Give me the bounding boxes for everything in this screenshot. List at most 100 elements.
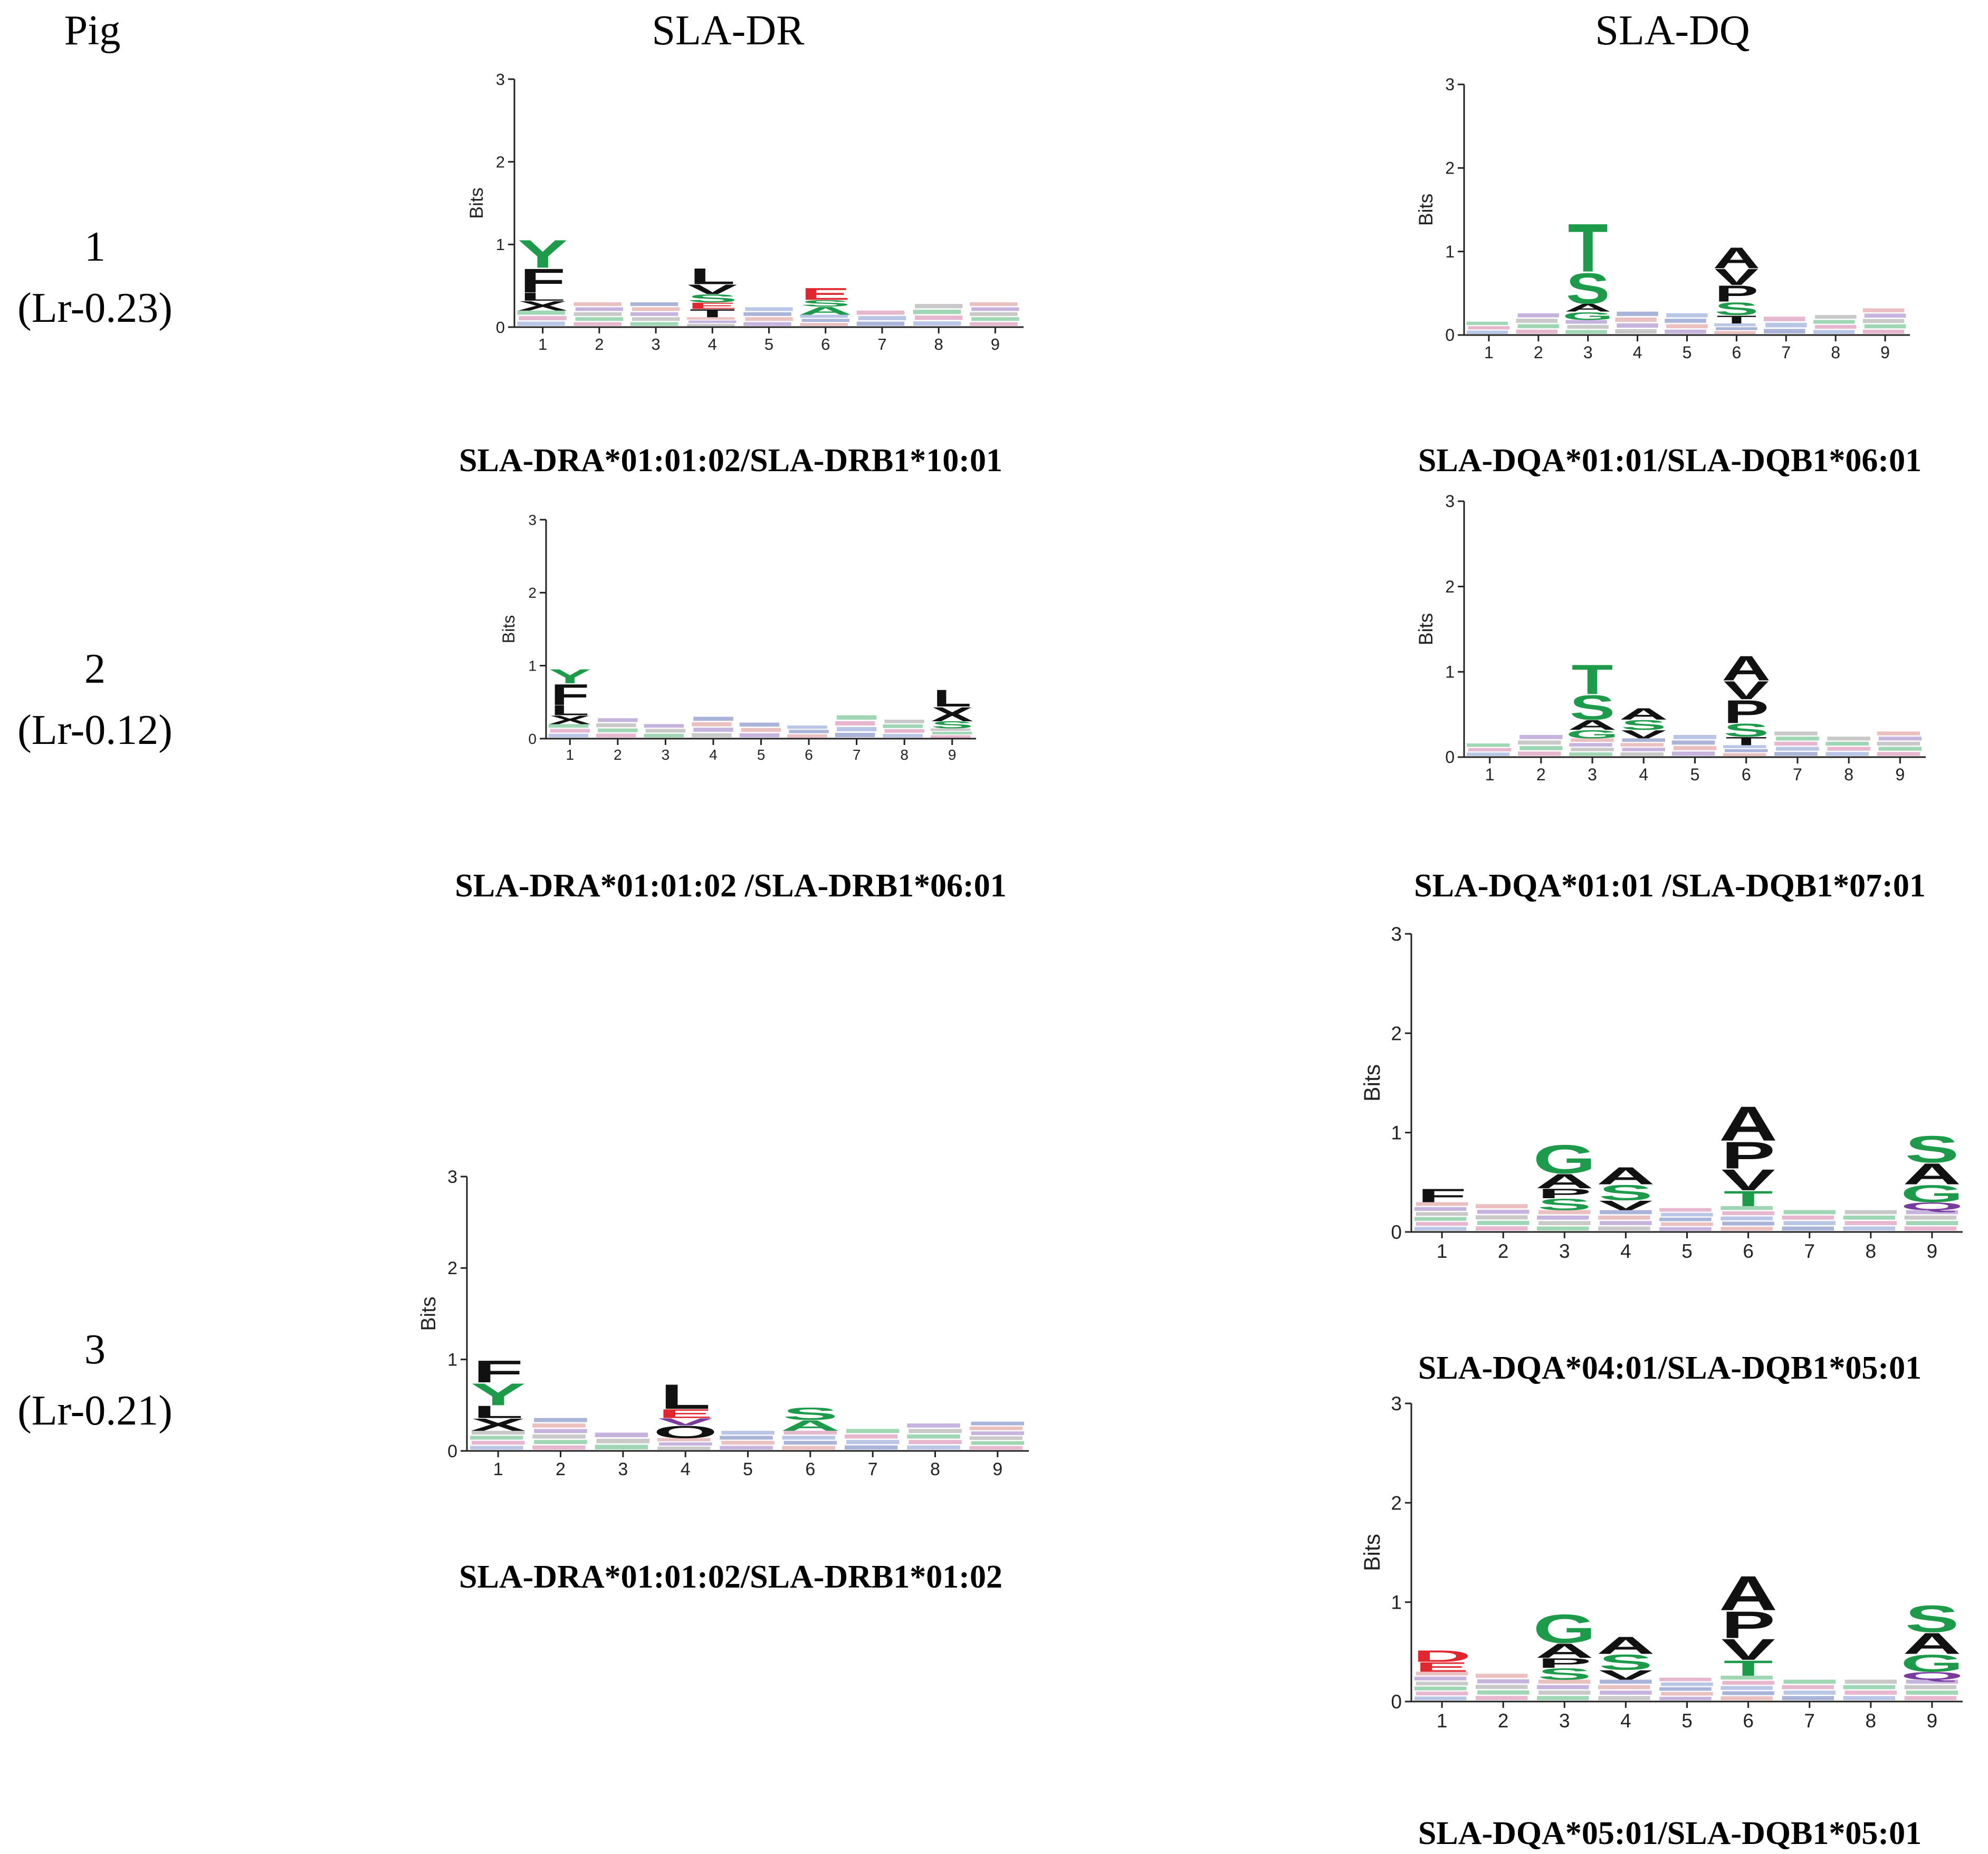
low-info-residue-mark xyxy=(1466,743,1510,747)
x-tick-label: 4 xyxy=(1633,343,1642,362)
residue-letter-L: L xyxy=(660,1378,711,1417)
residue-letter-A: A xyxy=(1568,717,1617,733)
low-info-residue-mark xyxy=(914,304,963,309)
residue-letter-S: S xyxy=(1537,1665,1591,1683)
low-info-residue-mark xyxy=(970,322,1018,326)
low-info-residue-mark xyxy=(1843,1685,1896,1689)
low-info-residue-mark xyxy=(1659,1227,1712,1231)
low-info-residue-mark xyxy=(596,1438,650,1444)
x-tick-label: 4 xyxy=(1639,765,1648,784)
y-tick-label: 0 xyxy=(528,731,537,747)
residue-letter-O: O xyxy=(653,1422,718,1442)
low-info-residue-mark xyxy=(689,320,737,323)
low-info-residue-mark xyxy=(1468,748,1512,752)
low-info-residue-mark xyxy=(1414,1227,1467,1231)
low-info-residue-mark xyxy=(693,728,733,732)
low-info-residue-mark xyxy=(534,1440,587,1444)
residue-letter-V: V xyxy=(1715,264,1758,290)
x-tick-label: 7 xyxy=(1804,1710,1815,1732)
residue-letter-V: V xyxy=(1724,676,1769,705)
low-info-residue-mark xyxy=(574,312,622,316)
residue-letter-A: A xyxy=(780,1417,840,1434)
low-info-residue-mark xyxy=(1783,1221,1836,1226)
low-info-residue-mark xyxy=(1904,1226,1957,1231)
low-info-residue-mark xyxy=(1517,313,1560,318)
low-info-residue-mark xyxy=(1414,1696,1467,1700)
low-info-residue-mark xyxy=(693,716,733,721)
residue-letter-Q: Q xyxy=(1900,1670,1964,1682)
low-info-residue-mark xyxy=(720,1436,773,1440)
y-tick-label: 0 xyxy=(496,318,505,337)
low-info-residue-mark xyxy=(1671,740,1715,745)
x-tick-label: 5 xyxy=(757,747,766,763)
low-info-residue-mark xyxy=(1843,1226,1896,1231)
x-tick-label: 2 xyxy=(614,747,622,763)
low-info-residue-mark xyxy=(1721,1206,1773,1210)
low-info-residue-mark xyxy=(907,1434,960,1439)
low-info-residue-mark xyxy=(1722,1691,1774,1695)
x-tick-label: 9 xyxy=(1880,343,1890,362)
low-info-residue-mark xyxy=(1843,1215,1896,1220)
residue-letter-P: P xyxy=(1537,1186,1591,1201)
low-info-residue-mark xyxy=(1600,1679,1652,1684)
y-tick-label: 2 xyxy=(1445,577,1455,596)
y-tick-label: 0 xyxy=(1391,1691,1402,1713)
pig-2-number: 2 xyxy=(84,646,106,692)
x-tick-label: 6 xyxy=(805,747,813,763)
x-tick-label: 3 xyxy=(1559,1240,1570,1262)
low-info-residue-mark xyxy=(1721,1676,1773,1680)
residue-letter-Y: Y xyxy=(518,232,568,276)
low-info-residue-mark xyxy=(657,1446,711,1450)
low-info-residue-mark xyxy=(783,1440,837,1445)
sla-dq-pig-3-b-caption: SLA-DQA*05:01/SLA-DQB1*05:01 xyxy=(1418,1815,1922,1851)
low-info-residue-mark xyxy=(800,323,848,327)
residue-letter-P: P xyxy=(1721,1134,1775,1177)
low-info-residue-mark xyxy=(534,1429,587,1433)
low-info-residue-mark xyxy=(532,1434,586,1439)
low-info-residue-mark xyxy=(1477,1679,1530,1684)
residue-letter-X: X xyxy=(518,298,568,313)
low-info-residue-mark xyxy=(1517,324,1560,329)
residue-letter-L: L xyxy=(473,1402,523,1422)
low-info-residue-mark xyxy=(844,1445,898,1450)
low-info-residue-mark xyxy=(1724,749,1768,752)
y-axis-label: Bits xyxy=(1415,194,1437,226)
x-tick-label: 4 xyxy=(681,1459,691,1479)
x-tick-label: 1 xyxy=(1437,1710,1448,1732)
x-tick-label: 1 xyxy=(538,335,547,353)
x-tick-label: 6 xyxy=(1732,343,1741,362)
x-tick-label: 5 xyxy=(1690,765,1700,784)
low-info-residue-mark xyxy=(739,733,780,738)
low-info-residue-mark xyxy=(596,723,636,728)
low-info-residue-mark xyxy=(1814,315,1857,319)
low-info-residue-mark xyxy=(1468,326,1510,330)
low-info-residue-mark xyxy=(1716,327,1757,330)
low-info-residue-mark xyxy=(658,1442,712,1446)
low-info-residue-mark xyxy=(1782,1696,1834,1700)
low-info-residue-mark xyxy=(1843,1696,1896,1700)
residue-letter-T: T xyxy=(690,307,735,320)
low-info-residue-mark xyxy=(787,725,827,729)
low-info-residue-mark xyxy=(1538,1690,1591,1695)
pig-2-label: 2 (Lr-0.12) xyxy=(0,638,190,761)
low-info-residue-mark xyxy=(575,307,624,311)
x-tick-label: 6 xyxy=(1742,765,1751,784)
low-info-residue-mark xyxy=(548,724,589,728)
x-tick-label: 8 xyxy=(900,747,909,763)
residue-letter-P: P xyxy=(1715,281,1758,307)
y-tick-label: 1 xyxy=(1391,1592,1402,1613)
low-info-residue-mark xyxy=(471,1440,525,1445)
residue-letter-A: A xyxy=(1719,1096,1777,1151)
low-info-residue-mark xyxy=(1537,1215,1589,1220)
low-info-residue-mark xyxy=(1844,1690,1897,1695)
residue-letter-T: T xyxy=(1724,1656,1773,1680)
low-info-residue-mark xyxy=(1862,308,1905,312)
low-info-residue-mark xyxy=(1774,731,1818,735)
x-tick-label: 4 xyxy=(1620,1240,1631,1262)
x-tick-label: 2 xyxy=(1536,765,1546,784)
low-info-residue-mark xyxy=(1825,752,1869,756)
x-tick-label: 7 xyxy=(1804,1240,1815,1262)
low-info-residue-mark xyxy=(1844,1221,1897,1226)
y-axis-label: Bits xyxy=(1360,1064,1385,1102)
low-info-residue-mark xyxy=(692,722,732,727)
